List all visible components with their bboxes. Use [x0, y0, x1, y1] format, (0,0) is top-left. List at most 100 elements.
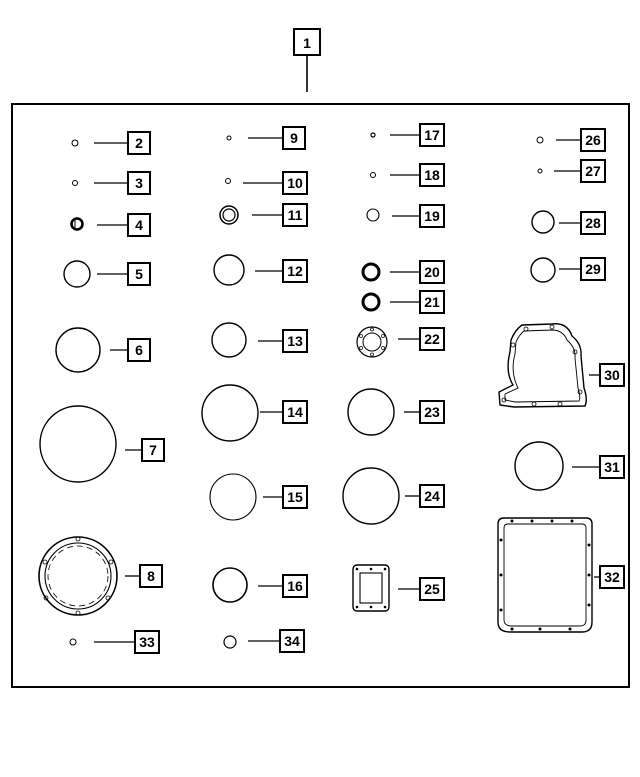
callout-26: 26	[556, 128, 606, 152]
callout-27: 27	[554, 159, 606, 183]
callout-3: 3	[94, 171, 151, 195]
callout-box	[599, 455, 625, 479]
part-4-seal	[70, 217, 84, 231]
callout-number: 29	[585, 261, 601, 277]
callout-23: 23	[404, 400, 445, 424]
callout-19: 19	[392, 204, 445, 228]
callout-box	[282, 203, 308, 227]
callout-box	[127, 213, 151, 237]
part-13-seal	[211, 322, 247, 358]
callout-box	[419, 260, 445, 284]
callout-box	[580, 128, 606, 152]
callout-number: 33	[139, 634, 155, 650]
callout-21: 21	[390, 290, 445, 314]
callout-number: 28	[585, 215, 601, 231]
part-16-seal	[212, 567, 248, 603]
callout-15: 15	[263, 485, 308, 509]
callout-24: 24	[405, 484, 445, 508]
part-20-seal	[361, 262, 381, 282]
callout-2: 2	[94, 131, 151, 155]
part-9-seal	[226, 135, 232, 141]
part-17-seal	[370, 132, 376, 138]
part-6-seal	[55, 327, 101, 373]
callout-box	[282, 574, 308, 598]
part-3-seal	[72, 180, 78, 186]
callout-29: 29	[559, 257, 606, 281]
part-23-seal	[347, 388, 395, 436]
callout-number: 22	[424, 331, 440, 347]
callout-12: 12	[255, 259, 308, 283]
callout-box	[282, 126, 306, 150]
callout-number: 2	[135, 135, 143, 151]
callout-31: 31	[572, 455, 625, 479]
callout-box	[419, 400, 445, 424]
part-7-seal	[39, 405, 117, 483]
callout-box	[580, 257, 606, 281]
callout-number: 24	[424, 488, 440, 504]
part-32-gasket	[497, 517, 593, 633]
callout-box	[282, 259, 308, 283]
part-8-gasket	[38, 536, 118, 616]
callout-box	[282, 485, 308, 509]
callout-20: 20	[390, 260, 445, 284]
callout-32: 32	[594, 565, 625, 589]
part-25-gasket	[352, 564, 390, 612]
callout-number: 9	[290, 130, 298, 146]
callout-9: 9	[248, 126, 306, 150]
part-15-seal	[209, 473, 257, 521]
callout-box	[599, 565, 625, 589]
callout-number: 11	[288, 207, 303, 223]
callout-number: 5	[135, 266, 143, 282]
callout-group: 2345678910111213141516171819202122232425…	[94, 123, 625, 654]
part-21-seal	[361, 292, 381, 312]
part-33-seal	[69, 638, 77, 646]
callout-box	[127, 262, 151, 286]
main-callout: 1	[293, 28, 321, 92]
callout-number: 18	[424, 167, 440, 183]
callout-22: 22	[398, 327, 445, 351]
callout-number: 10	[287, 175, 303, 191]
part-24-seal	[342, 467, 400, 525]
callout-number: 25	[424, 581, 440, 597]
callout-14: 14	[260, 400, 308, 424]
part-14-seal	[201, 384, 259, 442]
callout-8: 8	[125, 564, 163, 588]
callout-number: 32	[604, 569, 620, 585]
callout-box	[141, 438, 165, 462]
part-34-seal	[223, 635, 237, 649]
part-31-seal	[514, 441, 564, 491]
callout-box	[127, 131, 151, 155]
kit-frame	[11, 103, 630, 688]
callout-25: 25	[398, 577, 445, 601]
callout-box	[419, 204, 445, 228]
callout-10: 10	[243, 171, 308, 195]
callout-box	[139, 564, 163, 588]
callout-box	[419, 327, 445, 351]
callout-number: 16	[287, 578, 303, 594]
callout-number: 7	[149, 442, 157, 458]
callout-6: 6	[110, 338, 151, 362]
callout-5: 5	[97, 262, 151, 286]
callout-number: 20	[424, 264, 440, 280]
callout-number: 12	[287, 263, 303, 279]
part-10-seal	[225, 178, 231, 184]
callout-box	[279, 629, 305, 653]
callout-box	[419, 290, 445, 314]
part-30-gasket	[498, 323, 587, 408]
callout-number: 6	[135, 342, 143, 358]
callout-number: 19	[424, 208, 440, 224]
callout-number: 30	[604, 367, 620, 383]
callout-4: 4	[97, 213, 151, 237]
callout-number: 34	[284, 633, 300, 649]
part-27-seal	[537, 168, 543, 174]
part-12-seal	[213, 254, 245, 286]
part-28-seal	[531, 210, 555, 234]
callout-box	[419, 123, 445, 147]
part-11-seal	[219, 205, 239, 225]
callout-18: 18	[390, 163, 445, 187]
callout-number: 3	[135, 175, 143, 191]
callout-number: 23	[424, 404, 440, 420]
part-29-seal	[530, 257, 556, 283]
callout-box	[419, 577, 445, 601]
callout-box	[580, 211, 606, 235]
